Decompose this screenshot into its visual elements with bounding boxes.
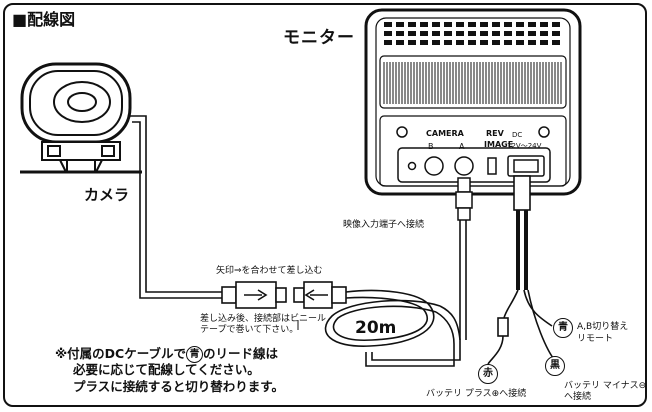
panel-dc-label: DC xyxy=(512,131,523,139)
monitor-top-vents xyxy=(384,22,560,45)
battery-minus-label: バッテリ マイナス⊖ xyxy=(564,381,647,391)
note-line-3: プラスに接続すると切り替わります。 xyxy=(73,379,285,394)
video-input-plug xyxy=(455,177,473,221)
arrow-align-label: 矢印⇒を合わせて差し込む xyxy=(216,266,323,276)
panel-rev-label: REV xyxy=(486,129,504,138)
cable-loop xyxy=(324,220,467,367)
camera-cable xyxy=(128,115,222,299)
dc-cable xyxy=(487,175,557,365)
cable-length-label: 20m xyxy=(355,318,397,338)
panel-image-label: IMAGE xyxy=(484,140,514,149)
panel-jack-b-label: B xyxy=(428,142,434,151)
blue-lead-badge: 青 xyxy=(553,318,573,338)
red-lead-badge: 赤 xyxy=(478,364,498,384)
note-line-2: 必要に応じて配線してください。 xyxy=(73,362,260,377)
panel-jack-a-label: A xyxy=(459,142,465,151)
black-lead-badge: 黒 xyxy=(545,356,565,376)
monitor-label: モニター xyxy=(283,28,355,48)
insert-note-line-2: テープで巻いて下さい。 xyxy=(200,325,299,335)
camera-illustration xyxy=(20,62,142,174)
note-line-1-after: のリード線は xyxy=(202,346,278,361)
camera-label: カメラ xyxy=(84,186,130,204)
note-line-1-before: ※付属のDCケーブルで xyxy=(55,346,186,361)
ab-switch-label: A,B切り替え xyxy=(577,322,629,332)
battery-minus-connect-label: へ接続 xyxy=(564,392,592,402)
remote-label: リモート xyxy=(577,334,614,344)
diagram-frame xyxy=(3,3,647,407)
battery-plus-label: バッテリ プラス⊕へ接続 xyxy=(426,389,527,399)
note-blue-kanji: 青 xyxy=(185,346,203,363)
note-line-1: ※付属のDCケーブルで青のリード線は xyxy=(55,343,278,363)
monitor-rear-panel xyxy=(396,126,551,183)
diagram-title: ■配線図 xyxy=(12,10,76,29)
cable-connector xyxy=(221,281,347,309)
video-input-label: 映像入力端子へ接続 xyxy=(343,220,425,230)
panel-camera-label: CAMERA xyxy=(426,129,464,138)
panel-voltage-label: 12V～24V xyxy=(507,142,542,150)
monitor-hatch xyxy=(383,62,562,104)
insert-note-line-1: 差し込み後、接続部はビニール xyxy=(200,314,327,324)
